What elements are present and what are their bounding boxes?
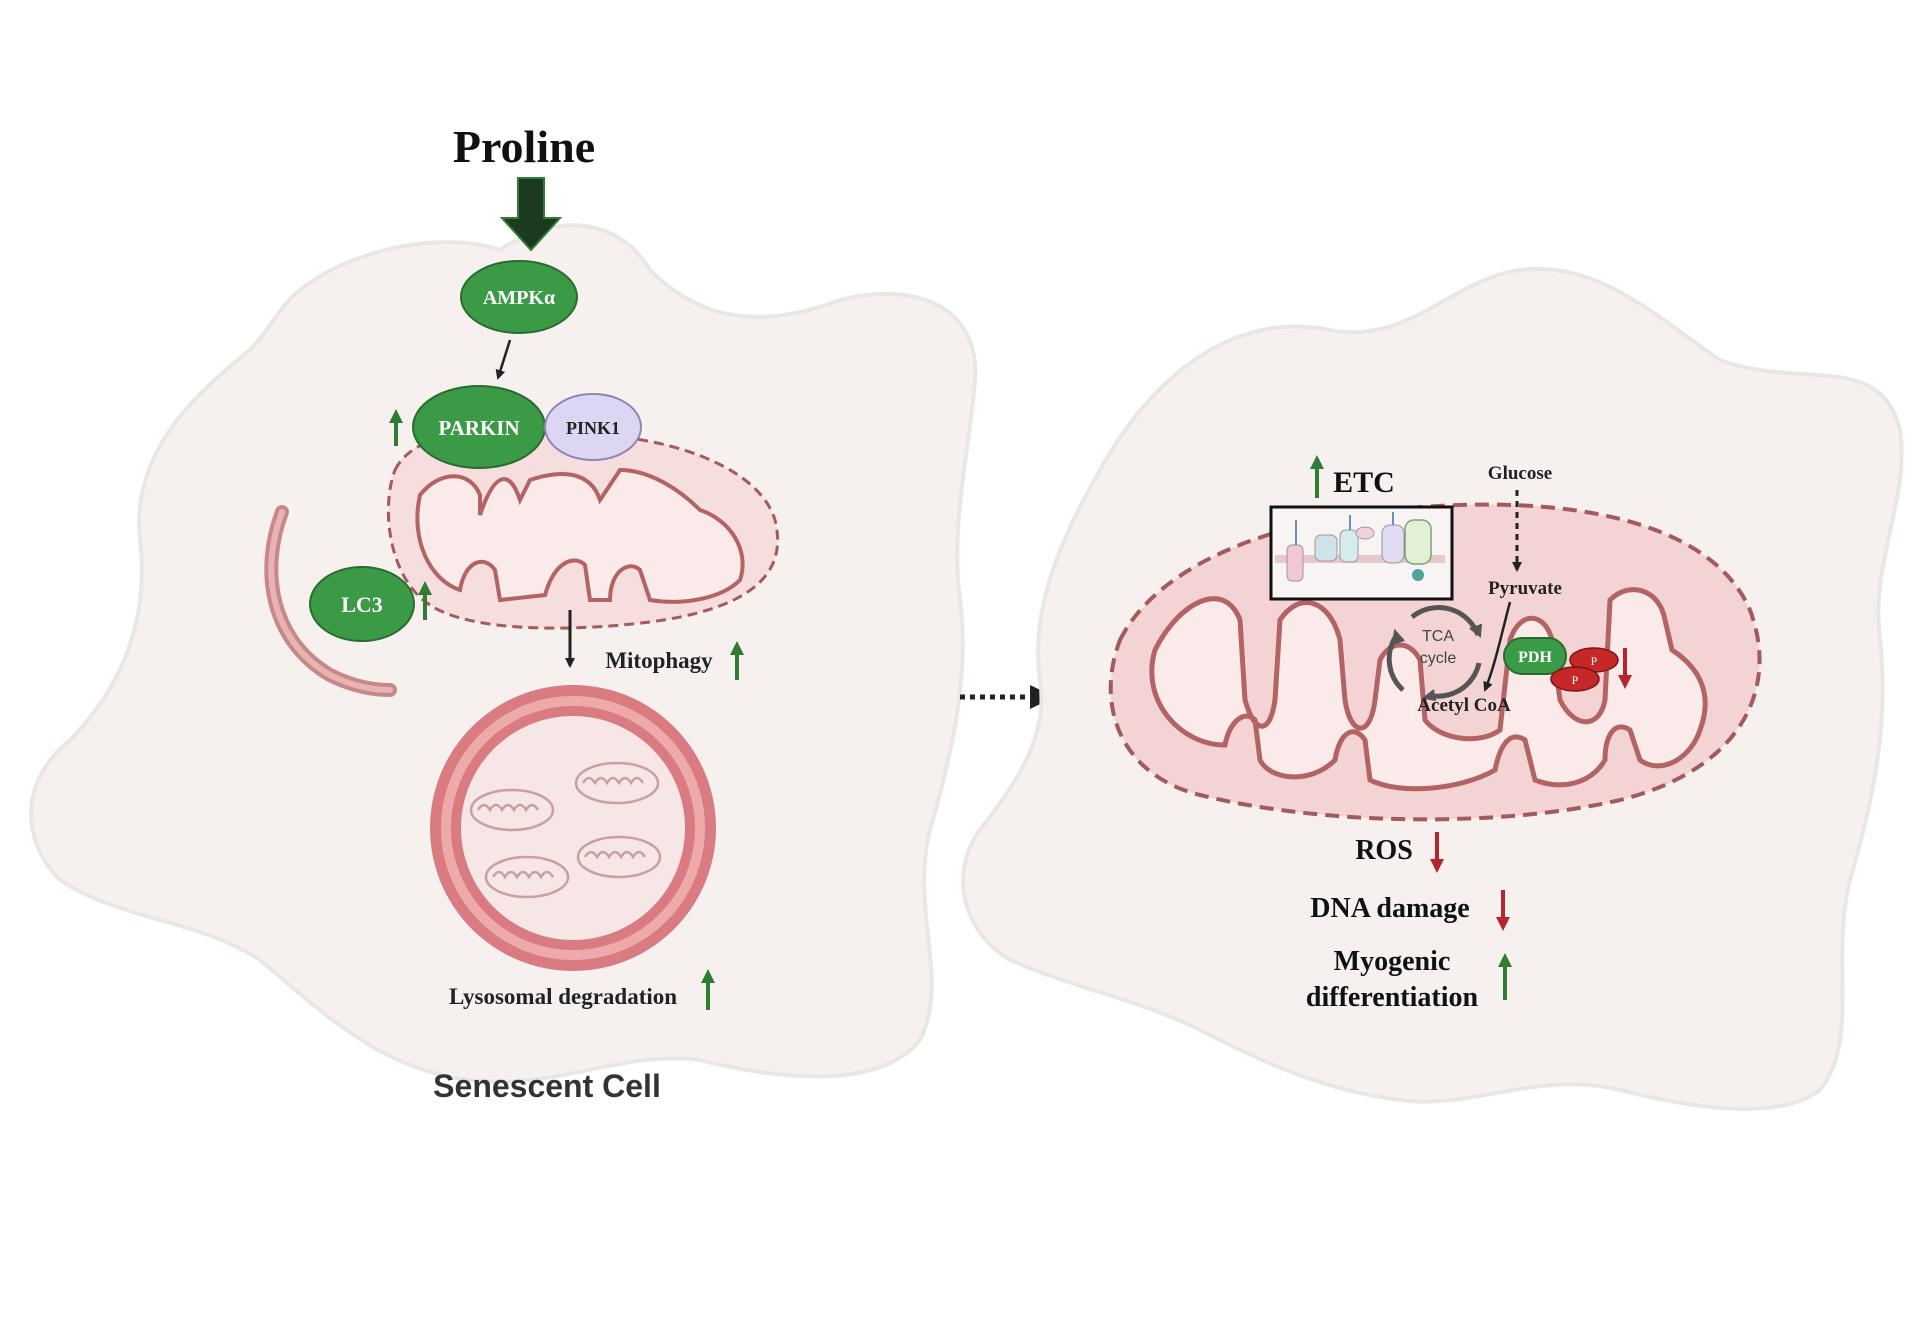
lc3-label: LC3 <box>341 592 383 617</box>
tca-cycle-icon <box>1386 605 1482 701</box>
lc3-node <box>309 566 415 642</box>
pink1-label: PINK1 <box>566 418 620 438</box>
tca-label-line2: cycle <box>1420 650 1457 667</box>
parkin-label: PARKIN <box>438 416 519 440</box>
pyruvate-to-acetyl-arrow <box>1483 601 1512 692</box>
ampk-node <box>460 260 578 334</box>
pink1-node <box>544 393 642 461</box>
myogenic-label-line2: differentiation <box>1306 982 1479 1013</box>
myogenic-label-line1: Myogenic <box>1334 946 1451 977</box>
dna-damage-label: DNA damage <box>1310 893 1469 924</box>
proline-arrow-icon <box>499 177 563 252</box>
lysosomal-degradation-label: Lysosomal degradation <box>449 984 677 1009</box>
ampk-to-parkin-arrow <box>495 339 512 380</box>
pdh-node <box>1503 637 1567 675</box>
lysosome <box>430 685 716 971</box>
ros-label: ROS <box>1355 835 1413 866</box>
proline-label: Proline <box>453 121 595 172</box>
tca-label-line1: TCA <box>1422 628 1454 645</box>
phospho-node-2 <box>1550 666 1600 692</box>
ampk-label: AMPKα <box>483 287 555 309</box>
pyruvate-label: Pyruvate <box>1488 578 1562 599</box>
pdh-label: PDH <box>1518 649 1552 666</box>
senescent-cell-body <box>29 223 978 1084</box>
glucose-label: Glucose <box>1488 463 1552 484</box>
phospho-label-2: P <box>1572 673 1579 687</box>
etc-label: ETC <box>1333 466 1395 499</box>
degraded-mitochondria-icons <box>469 761 662 899</box>
mitochondrion-left <box>386 429 780 630</box>
mitophagy-label: Mitophagy <box>605 648 713 673</box>
phospho-label-1: P <box>1591 654 1598 668</box>
etc-complexes-icons <box>1275 512 1445 582</box>
acetyl-coa-label: Acetyl CoA <box>1417 695 1511 716</box>
senescent-cell-label: Senescent Cell <box>433 1068 661 1104</box>
